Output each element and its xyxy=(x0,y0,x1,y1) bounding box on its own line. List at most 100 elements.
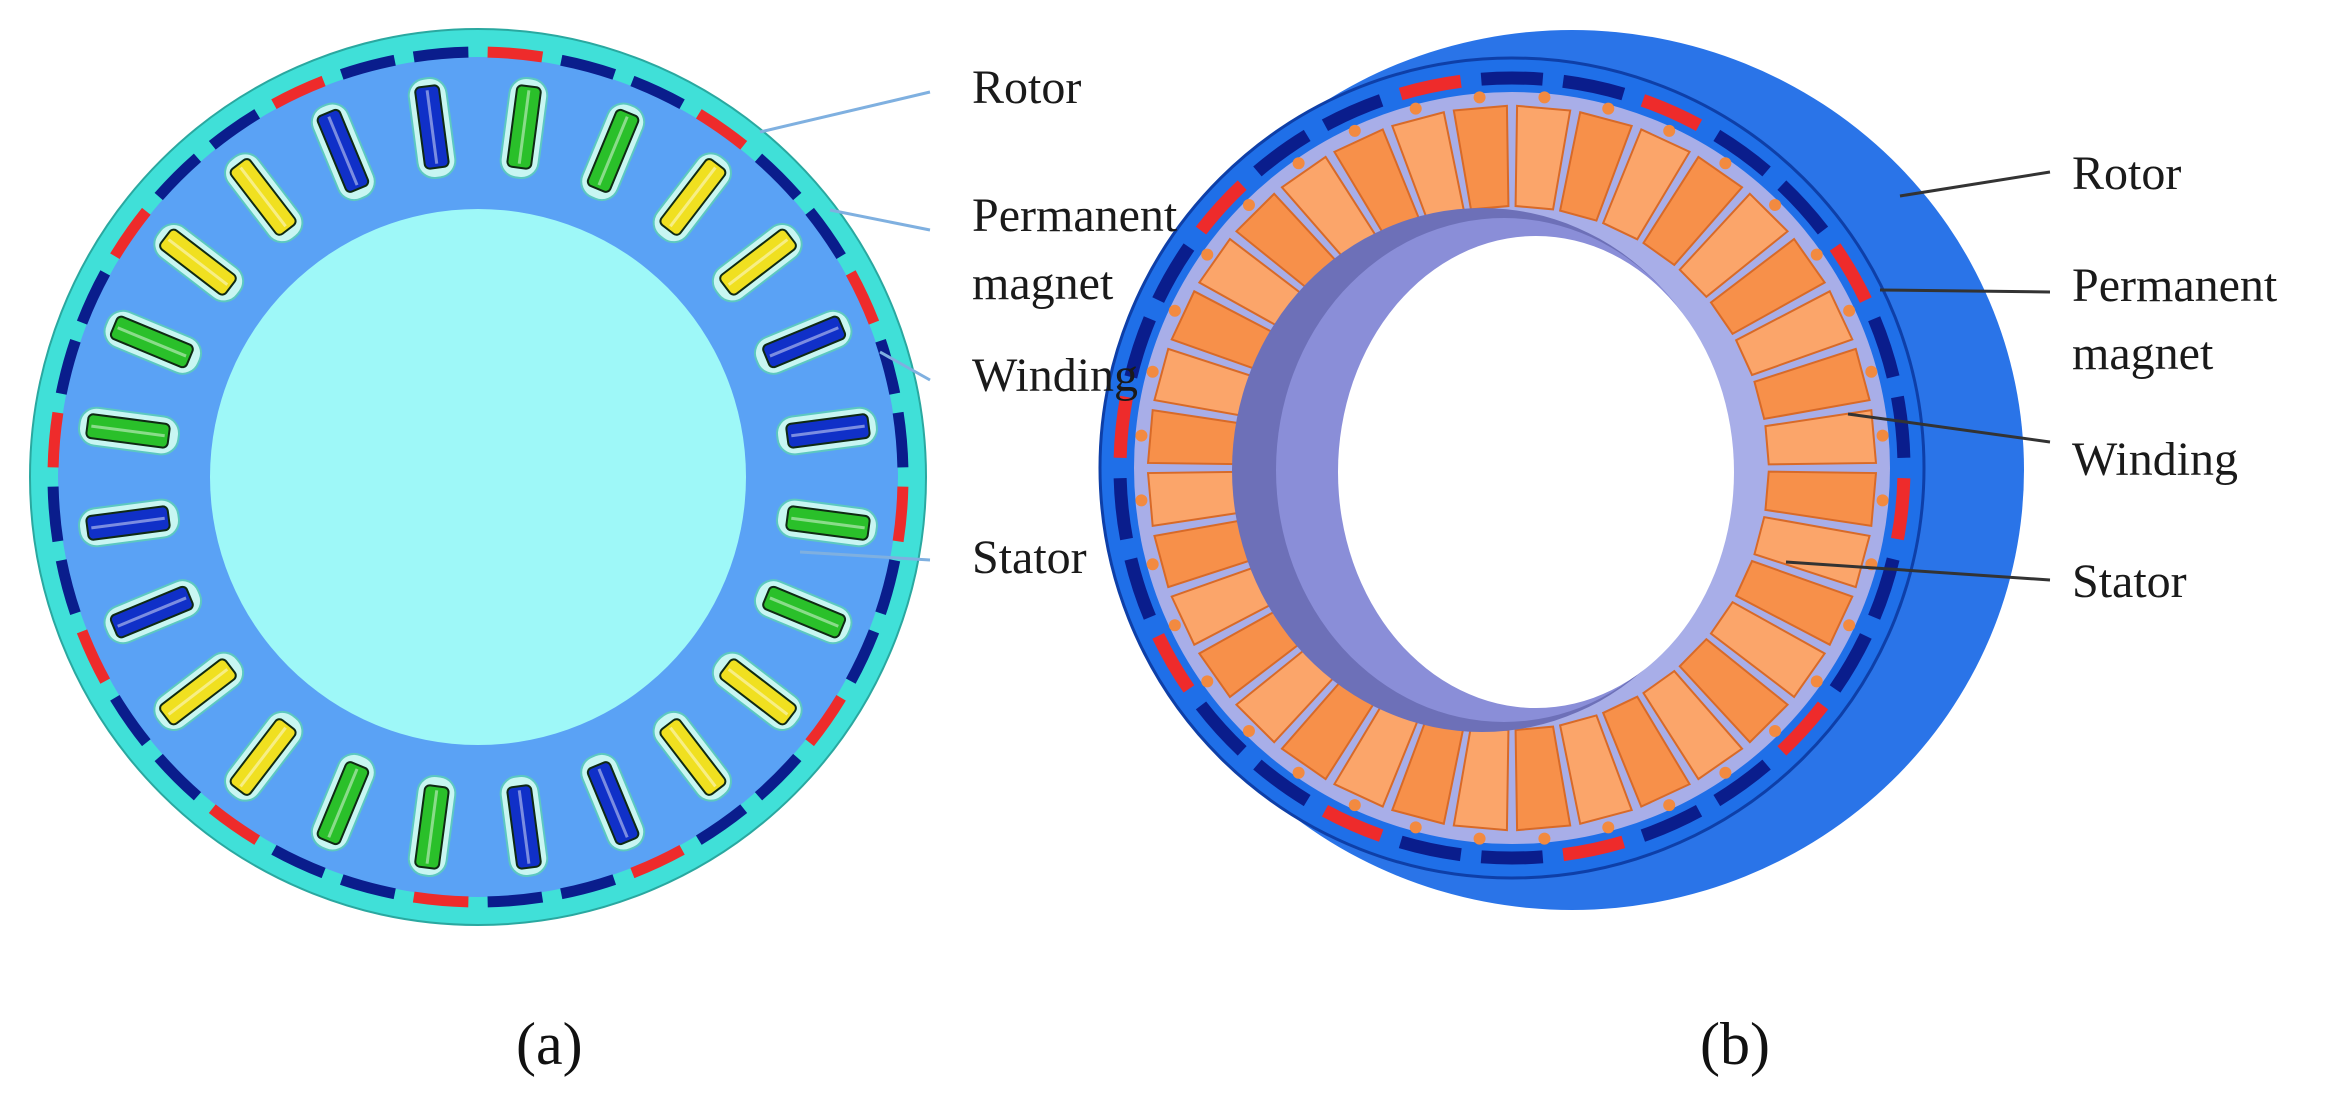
winding-slots xyxy=(78,77,878,877)
coil-tooth-tip xyxy=(1719,766,1732,779)
slot xyxy=(153,223,245,303)
label-a-magnet-line1: Permanent xyxy=(972,189,1178,242)
magnet-segment xyxy=(754,753,802,801)
winding-coil-3d xyxy=(1764,408,1878,466)
panel-b-3d-view xyxy=(1098,30,2024,910)
magnet-segment xyxy=(845,270,880,325)
magnet-segment-3d xyxy=(1868,557,1900,620)
coil-tooth-tip xyxy=(1719,157,1732,170)
winding-coil xyxy=(414,784,450,870)
slot xyxy=(407,77,457,179)
winding-coil xyxy=(762,315,847,369)
leader-b-winding xyxy=(1847,412,2051,444)
winding-coil-3d xyxy=(1514,725,1572,832)
winding-coil xyxy=(316,761,370,846)
magnet-segment xyxy=(805,207,846,260)
coil-tooth-tip xyxy=(1876,429,1889,442)
label-b-winding: Winding xyxy=(2072,433,2239,486)
slot xyxy=(310,752,376,852)
coil-highlight xyxy=(791,424,865,438)
winding-coil-3d xyxy=(1601,128,1692,241)
coil-tooth-tip xyxy=(1538,832,1551,845)
coil-tooth-tip xyxy=(1146,558,1159,571)
coil-highlight xyxy=(117,596,187,628)
magnet-segment xyxy=(487,891,544,908)
coil-tooth-tip xyxy=(1409,821,1422,834)
coil-tooth-tip xyxy=(1242,725,1255,738)
leader-a-magnet xyxy=(829,208,931,232)
coil-tooth-tip xyxy=(1146,365,1159,378)
coil-tooth-tip xyxy=(1473,91,1486,104)
winding-coil-3d xyxy=(1734,289,1854,377)
magnet-segment-3d xyxy=(1398,74,1462,101)
stator-bore xyxy=(210,209,746,745)
coil-tooth-tip xyxy=(1409,102,1422,115)
slot xyxy=(711,223,803,303)
magnet-segment xyxy=(892,486,909,543)
magnet-segment xyxy=(76,629,111,684)
slot xyxy=(103,579,203,645)
winding-coil xyxy=(659,718,727,796)
coil-tooth-tip xyxy=(1769,725,1782,738)
coil-tooth-tip xyxy=(1135,494,1148,507)
slot xyxy=(499,775,549,877)
coil-highlight xyxy=(791,516,865,530)
slot xyxy=(103,309,203,375)
coil-highlight xyxy=(517,90,531,164)
magnet-segment xyxy=(560,54,617,80)
coil-highlight xyxy=(425,90,439,164)
magnet-segment-3d xyxy=(1891,395,1911,459)
coil-highlight xyxy=(669,726,717,788)
slot xyxy=(753,309,853,375)
winding-coil xyxy=(762,585,847,639)
label-b-stator: Stator xyxy=(2072,555,2187,608)
coil-highlight xyxy=(769,596,839,628)
label-b-magnet-line2: magnet xyxy=(2072,327,2214,380)
coil-highlight xyxy=(425,790,439,864)
label-a-magnet-line2: magnet xyxy=(972,257,1114,310)
winding-coil-3d xyxy=(1709,600,1827,699)
slot xyxy=(652,152,732,244)
winding-coil-3d xyxy=(1452,104,1510,211)
coil-tooth-tip xyxy=(1865,365,1878,378)
rotor-outline xyxy=(29,28,927,926)
winding-coil-3d xyxy=(1753,515,1871,589)
label-b-magnet-line1: Permanent xyxy=(2072,259,2278,312)
coil-tooth-tip xyxy=(1473,832,1486,845)
coil-highlight xyxy=(327,768,359,838)
magnet-segment xyxy=(845,629,880,684)
slot xyxy=(153,651,245,731)
coil-tooth-tip xyxy=(1201,248,1214,261)
winding-coil-3d xyxy=(1514,104,1572,211)
label-a-winding: Winding xyxy=(972,349,1139,402)
magnet-segment xyxy=(892,411,909,468)
magnet-segment xyxy=(339,54,396,80)
magnet-segment xyxy=(412,891,469,908)
magnet-segment xyxy=(560,874,617,900)
coil-highlight xyxy=(239,166,287,228)
coil-highlight xyxy=(327,116,359,186)
coil-highlight xyxy=(769,326,839,358)
slot xyxy=(407,775,457,877)
leader-b-rotor xyxy=(1899,170,2051,198)
magnet-segment xyxy=(110,694,151,747)
magnet-segment-3d xyxy=(1113,477,1133,541)
magnet-segment-3d xyxy=(1480,71,1544,86)
magnet-segment xyxy=(805,694,846,747)
winding-coil xyxy=(109,585,194,639)
slot xyxy=(776,498,878,548)
winding-coil xyxy=(109,315,194,369)
coil-tooth-tip xyxy=(1663,124,1676,137)
caption-a: (a) xyxy=(516,1011,583,1077)
slot xyxy=(310,102,376,202)
magnet-segment-3d xyxy=(1321,804,1384,842)
leader-a-rotor xyxy=(759,90,931,134)
magnet-segment-3d xyxy=(1124,316,1156,379)
coil-tooth-tip xyxy=(1292,766,1305,779)
coil-highlight xyxy=(91,516,165,530)
winding-coil-3d xyxy=(1558,714,1634,826)
slot xyxy=(652,710,732,802)
coil-tooth-tip xyxy=(1348,799,1361,812)
